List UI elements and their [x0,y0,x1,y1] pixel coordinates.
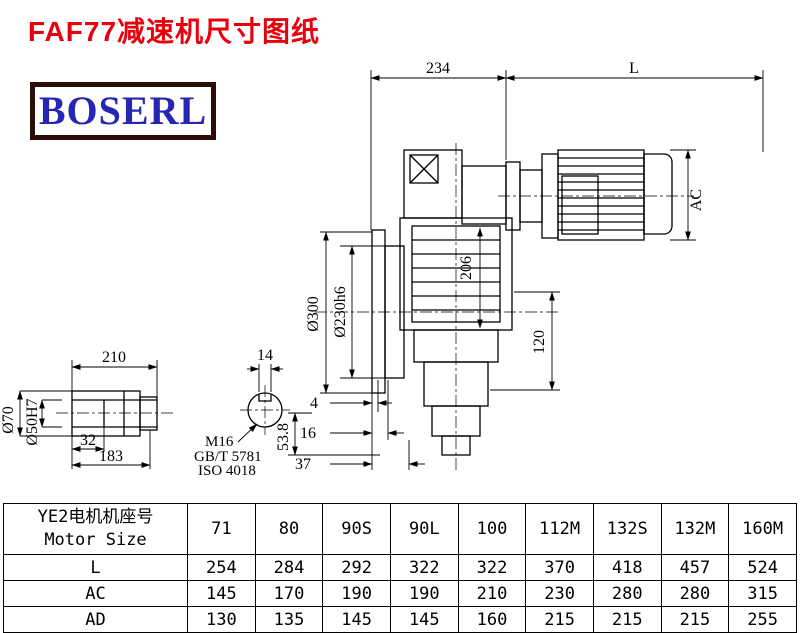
table-cell: 292 [322,554,391,581]
dim-183-label: 183 [99,448,123,465]
part-outlines [71,149,673,456]
dim-53-8-label: 53.8 [275,423,292,451]
dim-dia230h6-label: Ø230h6 [332,286,349,338]
dim-AC-label: AC [688,189,705,211]
table-row-label-AC: AC [3,580,188,607]
table-cell: 160 [457,606,527,633]
table-cell: 457 [660,554,730,581]
table-header-cn: YE2电机机座号 [37,507,154,528]
dim-16-label: 16 [300,425,316,442]
table-cell: 190 [322,580,391,607]
dim-4-label: 4 [310,395,318,412]
dim-14-label: 14 [257,347,273,364]
dimension-labels: 234 L AC 206 Ø300 Ø230h6 120 210 14 4 16… [0,60,705,479]
motor-body [557,149,645,241]
keyway-notch [258,395,272,402]
table-row-AD: AD 130 135 145 145 160 215 215 215 255 [3,606,797,633]
table-size-90l: 90L [389,503,459,555]
table-cell: 418 [592,554,662,581]
table-size-80: 80 [254,503,324,555]
dim-dia70-label: Ø70 [0,406,17,434]
mounting-flange-disc [371,229,386,394]
table-size-160m: 160M [728,503,797,555]
table-header-row: YE2电机机座号 Motor Size 71 80 90S 90L 100 11… [3,503,797,555]
table-size-100: 100 [457,503,527,555]
table-cell: 210 [457,580,527,607]
table-cell: 190 [389,580,459,607]
dimension-lines [17,70,764,470]
table-cell: 280 [660,580,730,607]
thread-m16-label: M16 [205,434,234,450]
dim-L-label: L [629,60,639,77]
table-cell: 215 [660,606,730,633]
table-cell: 254 [187,554,256,581]
table-size-71: 71 [187,503,256,555]
dimension-drawing: 234 L AC 206 Ø300 Ø230h6 120 210 14 4 16… [0,60,764,479]
table-cell: 130 [187,606,256,633]
boserl-logo-text: BOSERL [38,88,208,133]
table-cell: 170 [254,580,324,607]
table-row-label-L: L [3,554,188,581]
table-cell: 280 [592,580,662,607]
table-cell: 370 [525,554,594,581]
dim-dia300-label: Ø300 [305,296,322,332]
table-cell: 315 [728,580,797,607]
table-header-motor-size: YE2电机机座号 Motor Size [3,503,188,555]
dim-234-label: 234 [426,60,450,77]
standard-iso-label: ISO 4018 [198,463,256,479]
table-cell: 322 [389,554,459,581]
table-header-en: Motor Size [44,530,147,550]
motor-stator-block [561,175,599,235]
gearbox-input-neck [461,165,507,225]
motor-size-table: YE2电机机座号 Motor Size 71 80 90S 90L 100 11… [3,503,797,633]
table-size-132m: 132M [660,503,730,555]
table-cell: 215 [525,606,594,633]
table-cell: 145 [389,606,459,633]
table-row-AC: AC 145 170 190 190 210 230 280 280 315 [3,580,797,607]
table-cell: 135 [254,606,324,633]
shaft-outer [71,390,141,437]
standard-gb-label: GB/T 5781 [194,449,262,465]
table-row-label-AD: AD [3,606,188,633]
dim-32-label: 32 [80,432,96,449]
shaft-end-circle [247,392,283,428]
table-cell: 215 [592,606,662,633]
table-size-132s: 132S [592,503,662,555]
dim-206-label: 206 [458,256,475,280]
dim-dia50h7-label: Ø50H7 [24,398,41,445]
table-cell: 145 [187,580,256,607]
page-title: FAF77减速机尺寸图纸 [28,16,321,47]
table-size-90s: 90S [322,503,391,555]
table-cell: 255 [728,606,797,633]
eyebolt-symbol [409,154,439,184]
shaft-step [139,396,158,431]
table-cell: 284 [254,554,324,581]
dim-210-label: 210 [102,349,126,366]
table-cell: 524 [728,554,797,581]
mounting-flange-spigot [384,245,405,379]
table-cell: 322 [457,554,527,581]
table-cell: 145 [322,606,391,633]
motor-fan-cover [643,153,673,235]
dim-37-label: 37 [295,456,311,473]
table-cell: 230 [525,580,594,607]
boserl-logo: BOSERL [30,82,216,140]
gearbox-output-boss [441,435,471,456]
table-size-112m: 112M [525,503,594,555]
dim-120-label: 120 [531,330,548,354]
table-row-L: L 254 284 292 322 322 370 418 457 524 [3,554,797,581]
